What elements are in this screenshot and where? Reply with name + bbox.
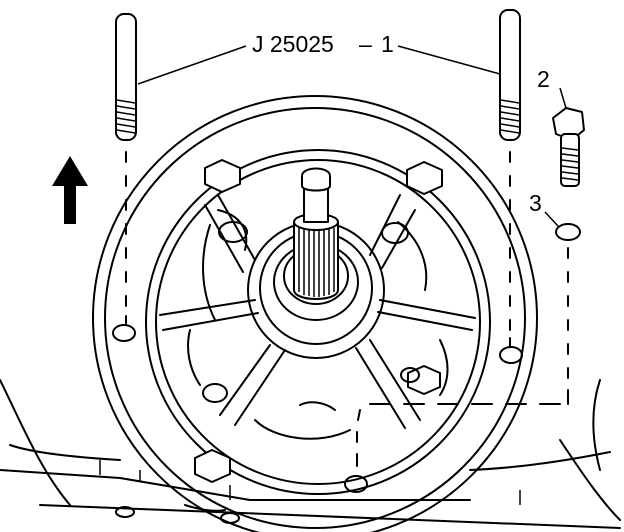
pump-body <box>92 95 538 532</box>
callout-dash: – <box>359 31 372 57</box>
bolt-hole <box>344 475 368 493</box>
guide-stud-right <box>499 9 521 347</box>
bolt-hole <box>112 324 136 342</box>
pump-bolt <box>552 107 585 187</box>
callout-1: 1 <box>381 31 394 57</box>
up-arrow-icon <box>52 156 88 224</box>
flange-bolt <box>194 159 443 483</box>
install-path <box>356 247 569 467</box>
case-housing <box>0 379 621 529</box>
leader-lines <box>137 45 567 227</box>
bolt-hole <box>499 346 523 364</box>
input-shaft <box>293 167 339 300</box>
callout-3: 3 <box>529 190 542 216</box>
tool-label: J 25025 <box>252 31 334 57</box>
washer <box>555 223 581 241</box>
guide-stud-left <box>115 13 137 325</box>
callout-2: 2 <box>537 66 550 92</box>
